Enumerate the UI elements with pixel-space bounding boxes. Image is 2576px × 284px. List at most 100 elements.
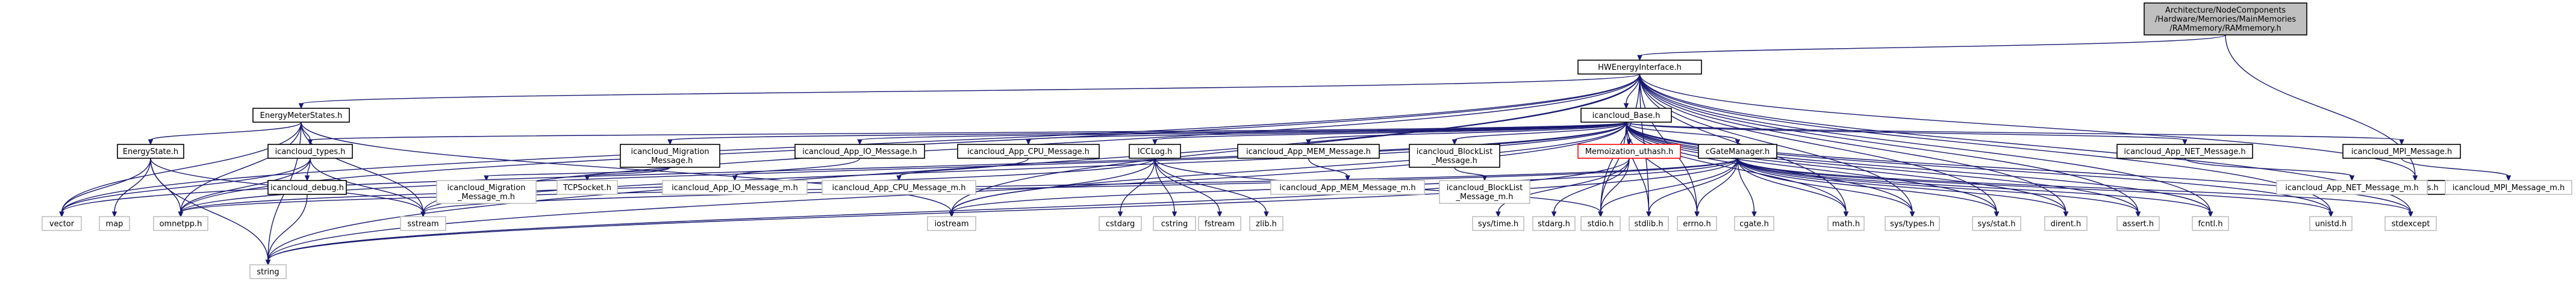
arrowhead-icon xyxy=(2408,211,2413,218)
node-box xyxy=(1237,144,1380,159)
node-omnetpp[interactable]: omnetpp.h xyxy=(153,216,208,231)
node-label: cstring xyxy=(1161,220,1188,229)
node-mpi-m[interactable]: icancloud_MPI_Message_m.h xyxy=(2445,180,2572,195)
edge-line xyxy=(859,122,1627,141)
edge-line xyxy=(1737,158,2412,213)
arrowhead-icon xyxy=(896,175,902,182)
node-cgm[interactable]: cGateManager.h xyxy=(1698,144,1777,159)
edge-cgm-to-sysstat xyxy=(1737,158,2000,218)
node-icclog[interactable]: ICCLog.h xyxy=(1129,144,1181,159)
edge-energystate-to-vector xyxy=(59,158,151,218)
node-net[interactable]: icancloud_App_NET_Message.h xyxy=(2116,144,2253,159)
node-box xyxy=(1577,144,1681,159)
node-fcntl[interactable]: fcntl.h xyxy=(2192,216,2229,231)
node-box xyxy=(1439,180,1530,204)
node-memo[interactable]: Memoization_uthash.h xyxy=(1577,144,1681,159)
node-label: icancloud_Migration xyxy=(631,147,709,156)
node-io-m[interactable]: icancloud_App_IO_Message_m.h xyxy=(662,180,808,195)
node-stdexcept[interactable]: stdexcept xyxy=(2384,216,2437,231)
edge-line xyxy=(1737,158,2211,213)
edge-line xyxy=(898,158,1029,177)
arrowhead-icon xyxy=(59,211,64,218)
node-debug[interactable]: icancloud_debug.h xyxy=(267,180,347,195)
node-hwe[interactable]: HWEnergyInterface.h xyxy=(1577,60,1702,75)
edge-line xyxy=(1626,122,2186,141)
edge-line xyxy=(1154,158,1267,213)
edge-line xyxy=(301,73,1641,105)
node-cstring[interactable]: cstring xyxy=(1153,216,1196,231)
node-blocklist-m[interactable]: icancloud_BlockList_Message_m.h xyxy=(1439,180,1530,204)
node-zlib[interactable]: zlib.h xyxy=(1249,216,1283,231)
node-ram[interactable]: Architecture/NodeComponents/Hardware/Mem… xyxy=(2144,2,2307,36)
arrowhead-icon xyxy=(1171,211,1177,218)
node-stdio[interactable]: stdio.h xyxy=(1580,216,1621,231)
node-label: Memoization_uthash.h xyxy=(1585,147,1674,156)
arrowhead-icon xyxy=(1843,211,1849,218)
edge-line xyxy=(1626,122,1997,213)
node-iostream[interactable]: iostream xyxy=(927,216,976,231)
edge-base-to-omnetpp xyxy=(178,122,1627,218)
edge-line xyxy=(1120,158,1156,213)
node-label: icancloud_debug.h xyxy=(270,184,344,193)
node-map[interactable]: map xyxy=(99,216,130,231)
arrowhead-icon xyxy=(1264,211,1269,218)
node-systypes[interactable]: sys/types.h xyxy=(1885,216,1940,231)
node-mem-m[interactable]: icancloud_App_MEM_Message_m.h xyxy=(1270,180,1425,195)
node-systime[interactable]: sys/time.h xyxy=(1472,216,1524,231)
node-mem[interactable]: icancloud_App_MEM_Message.h xyxy=(1237,144,1380,159)
node-stdarg[interactable]: stdarg.h xyxy=(1532,216,1576,231)
edge-icclog-to-cstring xyxy=(1154,158,1177,218)
edge-base-to-blocklist xyxy=(1452,122,1627,146)
node-cgate[interactable]: cgate.h xyxy=(1734,216,1774,231)
arrowhead-icon xyxy=(2399,139,2404,146)
node-blocklist[interactable]: icancloud_BlockList_Message.h xyxy=(1409,144,1500,168)
arrowhead-icon xyxy=(1217,211,1223,218)
edge-line xyxy=(2184,158,2353,177)
arrowhead-icon xyxy=(304,175,310,182)
node-label: fcntl.h xyxy=(2198,220,2222,229)
node-box xyxy=(2445,180,2572,195)
node-assert[interactable]: assert.h xyxy=(2116,216,2160,231)
node-box xyxy=(1734,216,1774,231)
arrowhead-icon xyxy=(1345,175,1350,182)
edge-cgm-to-stdexcept xyxy=(1737,158,2413,218)
edge-line xyxy=(1639,73,2416,177)
node-net-m[interactable]: icancloud_App_NET_Message_m.h xyxy=(2276,180,2428,195)
edge-line xyxy=(301,122,424,213)
node-energystate[interactable]: EnergyState.h xyxy=(117,144,184,159)
node-cstdarg[interactable]: cstdarg xyxy=(1099,216,1142,231)
edge-line xyxy=(587,167,671,177)
node-box xyxy=(1129,144,1181,159)
node-cpu[interactable]: icancloud_App_CPU_Message.h xyxy=(957,144,1100,159)
arrowhead-icon xyxy=(857,139,862,146)
node-vector[interactable]: vector xyxy=(42,216,82,231)
node-dirent[interactable]: dirent.h xyxy=(2044,216,2088,231)
edge-base-to-migration xyxy=(667,122,1627,146)
edge-line xyxy=(310,122,1627,141)
node-sysstat[interactable]: sys/stat.h xyxy=(1972,216,2021,231)
node-errno[interactable]: errno.h xyxy=(1677,216,1717,231)
arrowhead-icon xyxy=(2412,175,2418,182)
node-box xyxy=(662,180,808,195)
edge-ram-to-hwe xyxy=(1637,34,2226,61)
node-cpu-m[interactable]: icancloud_App_CPU_Message_m.h xyxy=(822,180,976,195)
node-sstream[interactable]: sstream xyxy=(400,216,446,231)
node-stdlib[interactable]: stdlib.h xyxy=(1629,216,1669,231)
edge-line xyxy=(1154,122,1627,141)
node-ems[interactable]: EnergyMeterStates.h xyxy=(252,108,350,123)
edge-base-to-icclog xyxy=(1152,122,1627,146)
node-base[interactable]: icancloud_Base.h xyxy=(1580,108,1672,123)
node-unistd[interactable]: unistd.h xyxy=(2309,216,2353,231)
arrowhead-icon xyxy=(484,175,489,182)
node-types[interactable]: icancloud_types.h xyxy=(267,144,353,159)
node-tcpsocket[interactable]: TCPSocket.h xyxy=(557,180,618,195)
node-math[interactable]: math.h xyxy=(1827,216,1865,231)
node-mpi[interactable]: icancloud_MPI_Message.h xyxy=(2342,144,2461,159)
node-fstream[interactable]: fstream xyxy=(1198,216,1241,231)
node-migration-m[interactable]: icancloud_Migration_Message_m.h xyxy=(436,180,537,204)
node-box xyxy=(1409,144,1500,168)
node-label: sys/stat.h xyxy=(1978,220,2016,229)
node-migration[interactable]: icancloud_Migration_Message.h xyxy=(620,144,720,168)
node-string[interactable]: string xyxy=(249,264,287,279)
node-io[interactable]: icancloud_App_IO_Message.h xyxy=(794,144,925,159)
